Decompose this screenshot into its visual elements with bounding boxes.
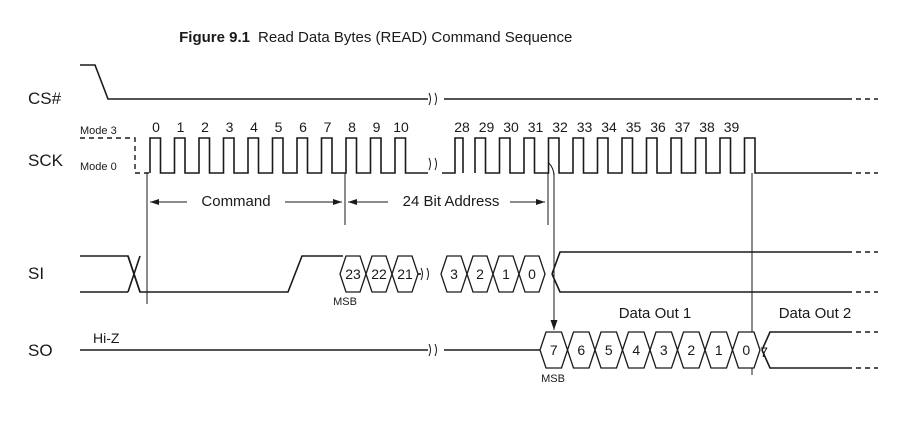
sck-pulse-train [149, 137, 428, 174]
figure-title: Read Data Bytes (READ) Command Sequence [258, 29, 572, 46]
bit-cell-label: 1 [715, 342, 723, 358]
bit-cell-label: 0 [528, 266, 536, 282]
bit-cell-label: 7 [550, 342, 558, 358]
clock-number: 1 [177, 119, 185, 135]
bit-cell-label: 0 [742, 342, 750, 358]
mode-3-label: Mode 3 [80, 125, 117, 137]
so-bit: 0 [731, 331, 761, 369]
so-next-bit: 7 [760, 344, 768, 360]
bit-cell-label: 2 [687, 342, 695, 358]
clock-number: 0 [152, 119, 160, 135]
si-bit: 1 [492, 255, 520, 293]
clock-number: 4 [250, 119, 258, 135]
si-bit: 0 [518, 255, 546, 293]
clock-number: 38 [699, 119, 715, 135]
hi-z-label: Hi-Z [93, 330, 120, 346]
bit-cell-label: 1 [502, 266, 510, 282]
clock-number: 35 [626, 119, 642, 135]
bit-cell-label: 21 [397, 266, 413, 282]
data-out-1-label: Data Out 1 [619, 305, 692, 322]
clock-number: 29 [479, 119, 495, 135]
clock-number: 9 [373, 119, 381, 135]
clock-number: 5 [275, 119, 283, 135]
clock-number: 31 [528, 119, 544, 135]
so-msb-label: MSB [541, 373, 565, 385]
clock-number: 2 [201, 119, 209, 135]
bit-cell-outline [731, 331, 761, 369]
phase-markers [146, 161, 753, 375]
so-bit: 5 [594, 331, 624, 369]
sck-waveform [80, 137, 878, 174]
sck-signal-label: SCK [28, 151, 64, 170]
sck-clock-pulses-first [149, 137, 428, 174]
bit-cell-label: 23 [345, 266, 361, 282]
sck-clock-pulses-second [442, 137, 852, 174]
so-bit: 6 [566, 331, 596, 369]
clock-number: 7 [324, 119, 332, 135]
mode-0-label: Mode 0 [80, 161, 117, 173]
so-bit: 1 [704, 331, 734, 369]
si-bit: 23 [339, 255, 367, 293]
clock-number: 3 [226, 119, 234, 135]
clock-number: 39 [724, 119, 740, 135]
so-bit: 7 [539, 331, 569, 369]
si-bit: 2 [466, 255, 494, 293]
figure-number: Figure 9.1 [179, 29, 250, 46]
clock-number: 32 [552, 119, 568, 135]
address-phase-label: 24 Bit Address [403, 193, 500, 210]
so-signal-label: SO [28, 341, 53, 360]
bit-cell-label: 5 [605, 342, 613, 358]
clock-number: 33 [577, 119, 593, 135]
bit-cell-label: 4 [632, 342, 640, 358]
cs-waveform [80, 64, 878, 106]
sck-pulse-train [474, 137, 852, 174]
sck-pulse [442, 137, 464, 174]
cs-signal-label: CS# [28, 89, 62, 108]
clock-number: 28 [454, 119, 470, 135]
si-bit: 22 [365, 255, 393, 293]
command-phase-label: Command [201, 193, 270, 210]
bit-cell-label: 3 [660, 342, 668, 358]
bit-cell-label: 22 [371, 266, 387, 282]
so-bit: 4 [621, 331, 651, 369]
clock-number: 30 [503, 119, 519, 135]
bit-cell-outline [518, 255, 546, 293]
bit-cell-label: 3 [450, 266, 458, 282]
si-signal-label: SI [28, 264, 44, 283]
clock-number: 34 [601, 119, 617, 135]
bit-cell-label: 6 [577, 342, 585, 358]
so-waveform: 7 6 5 4 3 2 1 0 [80, 331, 878, 369]
bit-cell-label: 2 [476, 266, 484, 282]
clock-number: 37 [675, 119, 691, 135]
clock-number: 36 [650, 119, 666, 135]
clock-number: 8 [348, 119, 356, 135]
si-msb-label: MSB [333, 296, 357, 308]
si-bit: 3 [440, 255, 468, 293]
clock-number: 6 [299, 119, 307, 135]
so-data-bits: 7 6 5 4 3 2 1 0 [539, 331, 761, 369]
so-bit: 2 [676, 331, 706, 369]
clock-number: 10 [393, 119, 409, 135]
so-bit: 3 [649, 331, 679, 369]
data-out-2-label: Data Out 2 [779, 305, 852, 322]
si-bit: 21 [391, 255, 419, 293]
